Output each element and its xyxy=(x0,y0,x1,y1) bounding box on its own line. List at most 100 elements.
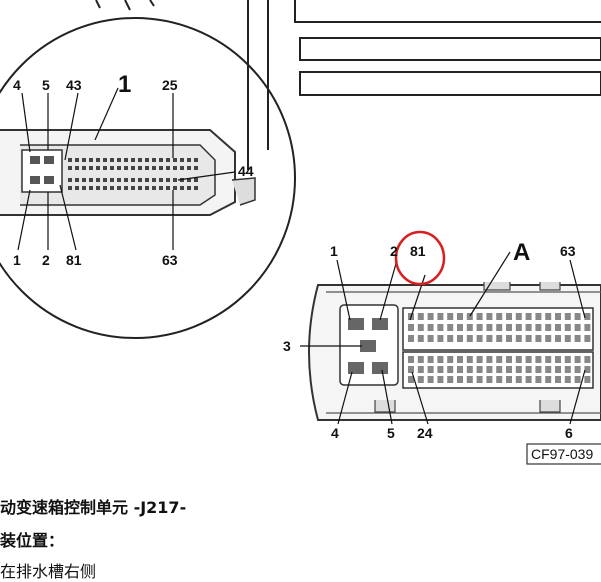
connector-pin xyxy=(180,166,184,170)
connector-pin xyxy=(187,186,191,190)
connector-pin xyxy=(166,178,170,182)
connector-pin xyxy=(96,178,100,182)
main-label-pin-3: 3 xyxy=(283,338,291,354)
main-label-pin-2: 2 xyxy=(390,243,398,259)
detail-label-pin-2: 2 xyxy=(42,252,50,268)
connector-pin xyxy=(466,376,473,383)
connector-pin xyxy=(103,178,107,182)
main-label-pin-81: 81 xyxy=(410,243,426,259)
connector-pin xyxy=(515,335,522,342)
connector-pin xyxy=(427,313,434,320)
main-connector xyxy=(300,251,601,425)
connector-pin xyxy=(476,335,483,342)
connector-pin xyxy=(525,324,532,331)
detail-label-pin-25: 25 xyxy=(162,77,178,93)
connector-pin xyxy=(194,158,198,162)
connector-pin xyxy=(476,366,483,373)
connector-pin xyxy=(82,178,86,182)
main-label-pin-63: 63 xyxy=(560,243,576,259)
connector-pin xyxy=(545,376,552,383)
caption-location-label: 装位置： xyxy=(0,531,65,550)
connector-pin xyxy=(117,166,121,170)
connector-pin xyxy=(535,335,542,342)
connector-pin xyxy=(89,166,93,170)
connector-pin xyxy=(486,324,493,331)
connector-pin xyxy=(417,356,424,363)
connector-pin xyxy=(457,366,463,373)
caption-title: 动变速箱控制单元 -J217- xyxy=(0,498,187,517)
connector-pin xyxy=(173,158,177,162)
connector-pin xyxy=(574,366,581,373)
connector-pin xyxy=(457,335,463,342)
connector-pin xyxy=(427,366,434,373)
connector-pin xyxy=(447,376,454,383)
connector-pin xyxy=(96,186,100,190)
detail-label-pin-43: 43 xyxy=(66,77,82,93)
detail-label-connector: 1 xyxy=(118,71,131,98)
connector-pin xyxy=(89,186,93,190)
connector-pin xyxy=(82,166,86,170)
connector-pin xyxy=(96,158,100,162)
connector-pin xyxy=(447,356,454,363)
connector-pin xyxy=(159,178,163,182)
connector-pin xyxy=(525,313,532,320)
connector-pin xyxy=(408,366,414,373)
connector-pin xyxy=(515,376,522,383)
connector-pin xyxy=(515,313,522,320)
connector-pin xyxy=(68,158,72,162)
connector-pin xyxy=(124,166,128,170)
connector-pin xyxy=(457,356,463,363)
connector-pin xyxy=(535,376,542,383)
connector-pin xyxy=(145,178,149,182)
connector-pin xyxy=(103,186,107,190)
connector-pin xyxy=(417,366,424,373)
connector-pin xyxy=(466,335,473,342)
connector-pin xyxy=(545,335,552,342)
connector-pin xyxy=(427,335,434,342)
connector-diagram: 4 5 43 1 25 44 1 2 81 63 xyxy=(0,0,601,465)
connector-pin xyxy=(574,376,581,383)
connector-pin xyxy=(447,324,454,331)
connector-pin xyxy=(131,158,135,162)
main-label-pin-5: 5 xyxy=(387,425,395,441)
connector-pin xyxy=(75,186,79,190)
connector-pin xyxy=(437,356,444,363)
connector-pin xyxy=(496,366,503,373)
connector-pin xyxy=(103,158,107,162)
connector-pin xyxy=(506,313,512,320)
detail-magnifier xyxy=(0,17,296,339)
detail-label-pin-4: 4 xyxy=(13,77,21,93)
connector-pin xyxy=(515,366,522,373)
connector-pin xyxy=(427,356,434,363)
connector-pin xyxy=(110,166,114,170)
background-panels xyxy=(95,0,601,170)
connector-pin xyxy=(555,335,561,342)
connector-pin xyxy=(138,166,142,170)
connector-pin xyxy=(466,313,473,320)
connector-pin xyxy=(506,356,512,363)
connector-pin xyxy=(437,335,444,342)
connector-pin xyxy=(525,366,532,373)
connector-pin xyxy=(506,324,512,331)
connector-pin xyxy=(584,324,591,331)
connector-pin xyxy=(408,324,414,331)
connector-pin xyxy=(131,186,135,190)
connector-pin xyxy=(555,313,561,320)
connector-pin xyxy=(437,376,444,383)
connector-pin xyxy=(82,186,86,190)
connector-pin xyxy=(545,366,552,373)
connector-pin xyxy=(525,356,532,363)
connector-pin xyxy=(138,186,142,190)
connector-pin xyxy=(496,335,503,342)
connector-pin xyxy=(75,166,79,170)
connector-pin xyxy=(145,158,149,162)
connector-pin xyxy=(486,366,493,373)
connector-pin xyxy=(152,166,156,170)
connector-pin xyxy=(75,178,79,182)
main-label-section-a: A xyxy=(513,239,530,266)
connector-pin xyxy=(89,158,93,162)
connector-pin xyxy=(68,186,72,190)
connector-pin xyxy=(173,186,177,190)
connector-pin xyxy=(486,376,493,383)
detail-label-pin-44: 44 xyxy=(238,163,254,179)
